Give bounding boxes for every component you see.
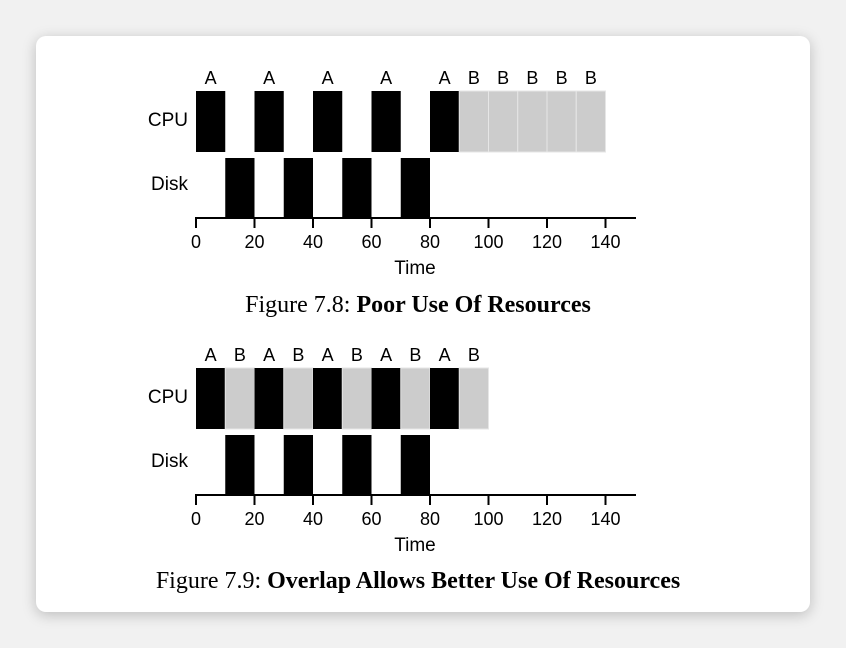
- figure-title: Poor Use Of Resources: [356, 292, 590, 318]
- lane-label-disk: Disk: [151, 451, 188, 472]
- cpu-segment-b: [546, 90, 577, 153]
- process-label: A: [380, 68, 392, 88]
- x-tick-label: 20: [244, 232, 264, 252]
- cpu-segment-a: [371, 368, 401, 429]
- x-tick-label: 80: [420, 509, 440, 529]
- process-label: B: [292, 345, 304, 365]
- process-label: B: [234, 345, 246, 365]
- x-tick-label: 40: [303, 232, 323, 252]
- x-tick-label: 100: [473, 509, 503, 529]
- cpu-segment-b: [458, 90, 489, 153]
- figure-title: Overlap Allows Better Use Of Resources: [267, 568, 680, 594]
- process-label: B: [409, 345, 421, 365]
- cpu-segment-b: [575, 90, 606, 153]
- x-tick-label: 120: [532, 232, 562, 252]
- process-label: B: [497, 68, 509, 88]
- figure-card: [36, 36, 810, 612]
- x-tick-label: 0: [191, 232, 201, 252]
- x-tick-label: 80: [420, 232, 440, 252]
- lane-label-disk: Disk: [151, 174, 188, 195]
- cpu-segment-a: [313, 91, 343, 152]
- cpu-segment-b: [458, 367, 489, 430]
- cpu-segment-a: [430, 368, 460, 429]
- figure-number: Figure 7.8:: [245, 292, 356, 318]
- lane-label-cpu: CPU: [148, 110, 188, 131]
- process-label: B: [468, 345, 480, 365]
- figure-caption: Figure 7.8: Poor Use Of Resources: [245, 292, 591, 318]
- process-label: A: [380, 345, 392, 365]
- x-tick-label: 20: [244, 509, 264, 529]
- disk-segment-a: [283, 158, 313, 218]
- process-label: A: [439, 68, 451, 88]
- process-label: A: [263, 68, 275, 88]
- cpu-segment-b: [517, 90, 548, 153]
- x-tick-label: 140: [590, 509, 620, 529]
- cpu-segment-a: [196, 91, 226, 152]
- cpu-segment-a: [196, 368, 226, 429]
- x-tick-label: 100: [473, 232, 503, 252]
- disk-segment-a: [400, 435, 430, 495]
- x-axis-title: Time: [394, 535, 436, 556]
- disk-segment-a: [225, 435, 255, 495]
- cpu-segment-b: [341, 367, 372, 430]
- x-tick-label: 40: [303, 509, 323, 529]
- cpu-segment-a: [313, 368, 343, 429]
- process-label: A: [439, 345, 451, 365]
- disk-segment-a: [225, 158, 255, 218]
- cpu-segment-a: [254, 91, 284, 152]
- disk-segment-a: [342, 158, 372, 218]
- process-label: A: [263, 345, 275, 365]
- disk-segment-a: [283, 435, 313, 495]
- cpu-segment-a: [254, 368, 284, 429]
- figure-caption: Figure 7.9: Overlap Allows Better Use Of…: [156, 568, 680, 594]
- process-label: A: [322, 68, 334, 88]
- x-axis-title: Time: [394, 258, 436, 279]
- process-label: A: [322, 345, 334, 365]
- cpu-segment-b: [400, 367, 431, 430]
- process-label: B: [351, 345, 363, 365]
- process-label: B: [468, 68, 480, 88]
- disk-segment-a: [342, 435, 372, 495]
- x-tick-label: 140: [590, 232, 620, 252]
- cpu-segment-a: [371, 91, 401, 152]
- process-label: B: [585, 68, 597, 88]
- cpu-segment-a: [430, 91, 460, 152]
- x-tick-label: 60: [361, 509, 381, 529]
- x-tick-label: 60: [361, 232, 381, 252]
- process-label: B: [556, 68, 568, 88]
- cpu-segment-b: [283, 367, 314, 430]
- cpu-segment-b: [488, 90, 519, 153]
- disk-segment-a: [400, 158, 430, 218]
- process-label: B: [526, 68, 538, 88]
- x-tick-label: 120: [532, 509, 562, 529]
- lane-label-cpu: CPU: [148, 387, 188, 408]
- x-tick-label: 0: [191, 509, 201, 529]
- cpu-segment-b: [224, 367, 255, 430]
- figure-number: Figure 7.9:: [156, 568, 267, 594]
- process-label: A: [205, 68, 217, 88]
- process-label: A: [205, 345, 217, 365]
